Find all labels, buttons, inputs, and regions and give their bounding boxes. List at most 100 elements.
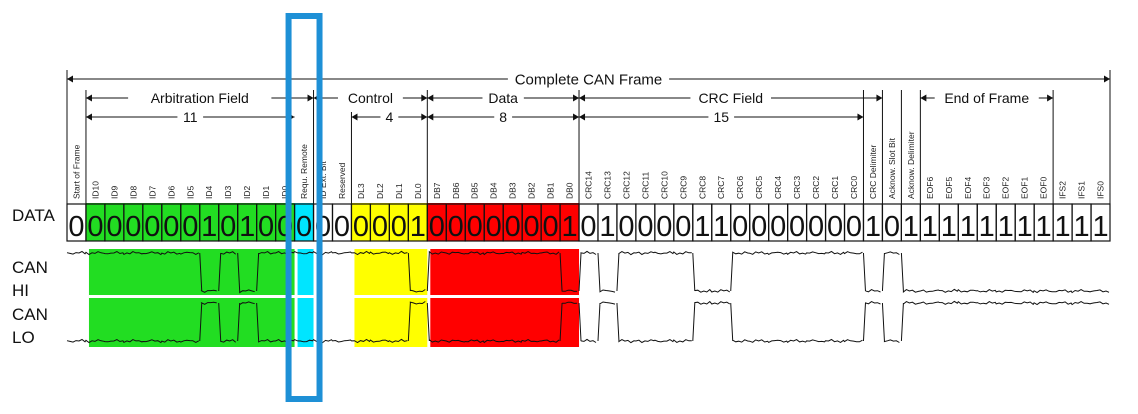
can-hi-waveform [66,250,1110,294]
arrow-head [857,113,864,121]
bit-value-eof4: 1 [960,211,976,243]
bit-name-crc1: CRC1 [830,176,840,199]
bit-cell-bg [541,203,561,241]
bit-value-id5: 0 [182,211,198,243]
bracket-label-bg [934,87,1039,106]
arrow-head [67,75,73,83]
crc-count-bracket-label: 15 [713,109,729,125]
arbitration-field-bracket-label: Arbitration Field [151,90,249,106]
bit-value-dl1: 0 [391,211,407,243]
bit-cell-bg [237,203,257,241]
bit-name-eof5: EOF5 [944,177,954,199]
bit-value-ifs1: 1 [1073,211,1089,243]
bit-value-reserved: 0 [334,211,350,243]
bit-name-db1: DB1 [546,182,556,199]
bit-value-crc8: 1 [694,211,710,243]
bit-name-id3: ID3 [223,186,233,200]
bracket-label-bg [507,67,670,88]
bit-value-acknow-delimiter: 1 [903,211,919,243]
bracket-label-bg [128,87,272,106]
bit-value-eof5: 1 [941,211,957,243]
bit-name-eof1: EOF1 [1020,177,1030,199]
bit-value-crc7: 1 [713,211,729,243]
bit-value-id10: 0 [87,211,103,243]
bit-value-crc2: 0 [808,211,824,243]
bit-name-id8: ID8 [128,186,138,200]
bit-name-db6: DB6 [451,182,461,199]
bit-name-crc12: CRC12 [621,171,631,199]
bit-value-eof0: 1 [1036,211,1052,243]
can-hi-label-line1: CAN [12,258,48,277]
bit-value-crc5: 0 [751,211,767,243]
bit-name-id5: ID5 [185,186,195,200]
bit-name-requ-remote: Requ. Remote [299,144,309,199]
bit-cell-bg [180,203,200,241]
can-lo-label-line1: CAN [12,305,48,324]
bit-name-crc9: CRC9 [678,176,688,199]
bit-value-acknow-slot-bit: 0 [884,211,900,243]
bit-value-crc3: 0 [789,211,805,243]
bit-name-db3: DB3 [508,182,518,199]
bit-name-acknow-delimiter: Acknow. Delimiter [906,131,916,199]
id-count-bracket: 11 [85,106,295,125]
arrow-head [876,94,883,102]
bit-name-crc0: CRC0 [849,176,859,199]
bit-name-db7: DB7 [432,182,442,199]
bit-cell-bg [389,203,409,241]
bracket-label-bg [337,87,403,106]
bit-value-eof3: 1 [979,211,995,243]
arrow-head [573,94,580,102]
bracket-label-bg [380,106,399,125]
arrow-head [427,113,434,121]
bit-name-id7: ID7 [147,186,157,200]
bit-value-id7: 0 [144,211,160,243]
bit-name-crc5: CRC5 [754,176,764,199]
end-of-frame-bracket: End of Frame [920,87,1054,106]
bit-cell-bg [123,203,143,241]
bit-name-crc13: CRC13 [602,171,612,199]
bit-name-id-ext-bit: ID Ext. Bit [318,161,328,199]
bit-cell-bg [484,203,504,241]
bit-name-crc10: CRC10 [659,171,669,199]
arrow-head [351,113,358,121]
bit-name-dl3: DL3 [356,183,366,199]
can-hi-label-line2: HI [12,281,29,300]
arrow-head [573,113,580,121]
bit-name-crc2: CRC2 [811,176,821,199]
bit-name-crc7: CRC7 [716,176,726,199]
control-field-bracket-label: Control [348,90,393,106]
bit-value-db4: 0 [486,211,502,243]
bit-name-db5: DB5 [470,182,480,199]
bit-name-dl1: DL1 [394,183,404,199]
bit-name-acknow-slot-bit: Acknow. Slot Bit [887,137,897,199]
bit-cell-bg [408,203,428,241]
bit-value-ifs2: 1 [1055,211,1071,243]
bit-value-db2: 0 [524,211,540,243]
complete-frame-bracket: Complete CAN Frame [67,67,1110,88]
bit-value-eof2: 1 [998,211,1014,243]
arrow-head [427,94,434,102]
bit-value-db5: 0 [467,211,483,243]
bit-name-id4: ID4 [204,186,214,200]
data-field-bracket: Data [427,87,580,106]
bit-name-crc14: CRC14 [584,171,594,199]
bit-cell-bg [370,203,390,241]
bit-value-crc11: 0 [637,211,653,243]
bit-cell-bg [199,203,219,241]
bit-name-id2: ID2 [242,186,252,200]
bracket-label-bg [494,106,513,125]
bit-cell-bg [294,203,314,241]
bit-name-crc4: CRC4 [773,176,783,199]
bit-name-id9: ID9 [109,186,119,200]
bit-name-eof4: EOF4 [963,177,973,199]
bit-value-crc14: 0 [580,211,596,243]
bit-cell-ifs0 [1090,203,1111,242]
bit-cell-bg [351,203,371,241]
can-lo-waveform [66,300,1110,344]
data-count-bracket: 8 [427,106,580,125]
bit-cell-bg [85,203,105,241]
arrow-head [421,113,428,121]
arrow-head [1104,75,1110,83]
bit-value-dl2: 0 [372,211,388,243]
